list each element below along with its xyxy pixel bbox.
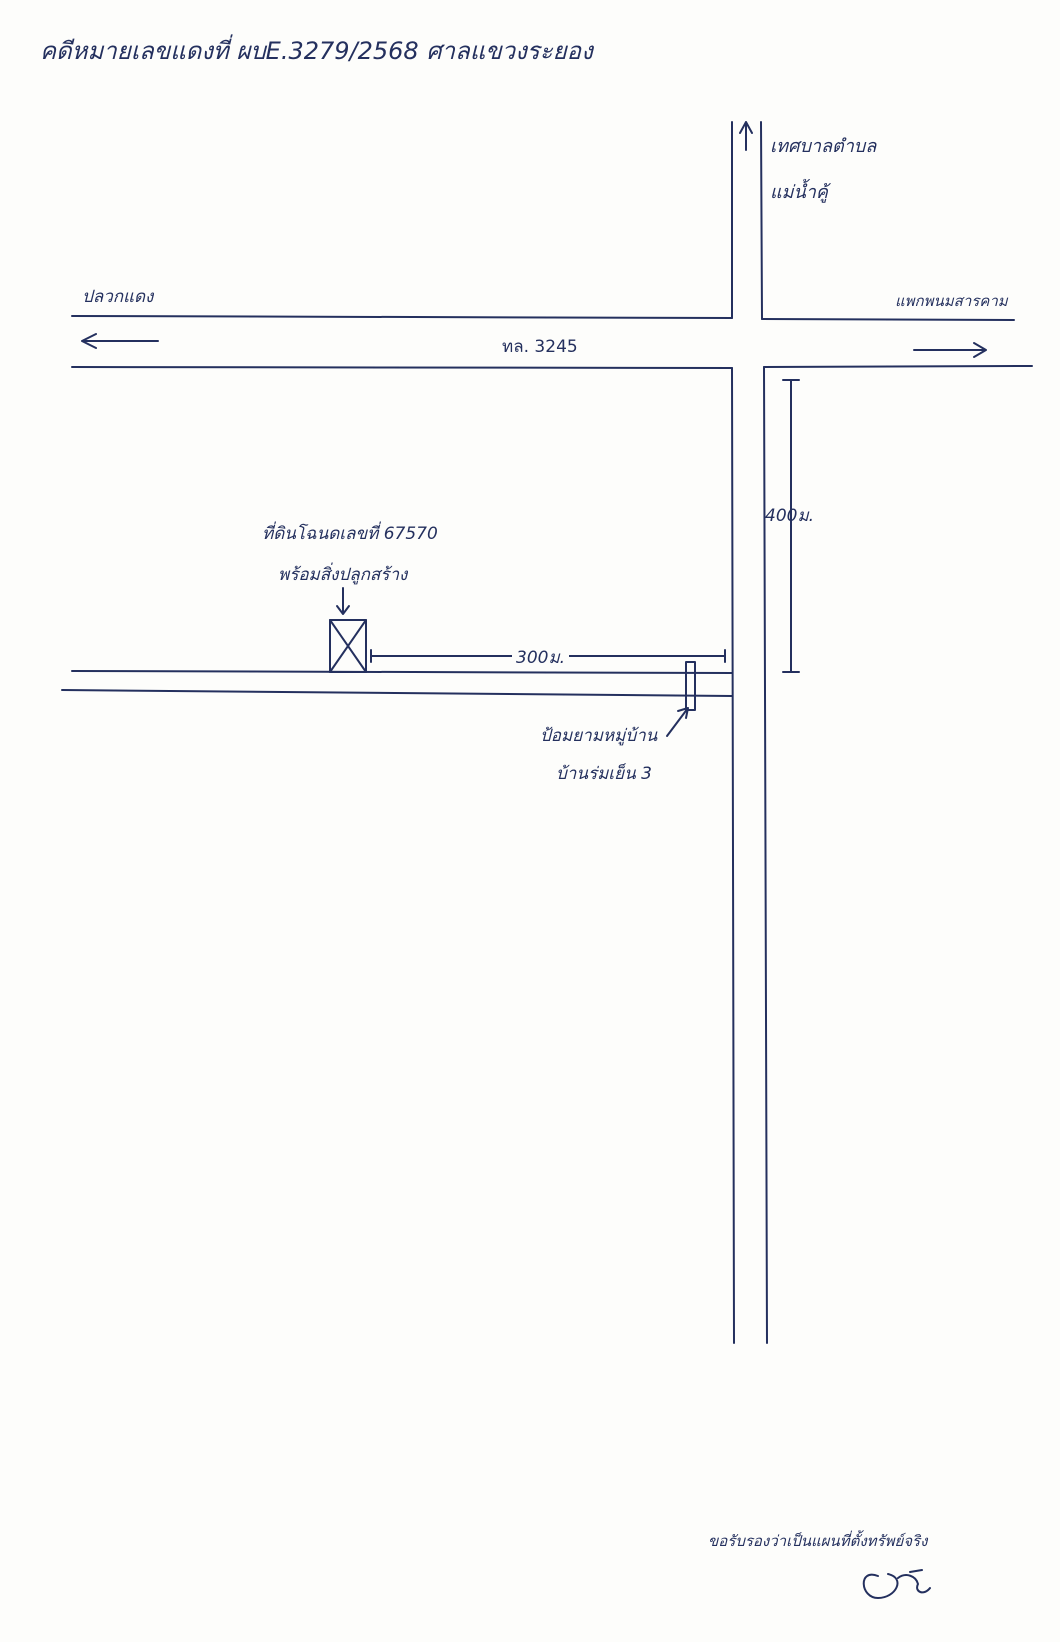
highway-lower-edge-west [71, 366, 733, 369]
west-arrow-icon [81, 333, 159, 349]
highway-upper-edge-west [71, 315, 733, 319]
side-road-lower-edge [61, 689, 733, 697]
vertical-road-north-right-edge [760, 121, 763, 320]
vertical-road-south-right-edge [763, 366, 768, 1344]
highway-upper-edge-east [761, 318, 1015, 321]
parcel-sub-label: พร้อมสิ่งปลูกสร้าง [278, 565, 408, 585]
parcel-x-icon [329, 619, 367, 673]
village-label: บ้านร่มเย็น 3 [556, 764, 652, 784]
west-destination-label: ปลวกแดง [82, 287, 154, 307]
east-arrow-icon [913, 342, 987, 358]
north-destination-label: เทศบาลตำบล [770, 136, 877, 157]
north-arrow-icon [739, 121, 753, 151]
parcel-label: ที่ดินโฉนดเลขที่ 67570 [262, 524, 438, 544]
parcel-marker-icon [329, 619, 367, 673]
east-destination-label: แพกพนมสารคาม [895, 292, 1008, 310]
gate-marker-icon [685, 661, 696, 711]
vertical-distance-label: 400ม. [765, 506, 815, 526]
highway-lower-edge-east [763, 365, 1033, 368]
gate-pointer-arrow [666, 707, 689, 737]
north-destination-sub-label: แม่น้ำคู้ [770, 182, 828, 203]
certification-label: ขอรับรองว่าเป็นแผนที่ตั้งทรัพย์จริง [708, 1532, 928, 1550]
case-title: คดีหมายเลขแดงที่ ผบE.3279/2568 ศาลแขวงระ… [40, 37, 593, 65]
vertical-distance-dimension [782, 379, 800, 673]
highway-number-label: ทล. 3245 [502, 337, 578, 357]
horizontal-distance-label: 300ม. [512, 648, 570, 670]
vertical-road-south-left-edge [731, 367, 735, 1344]
gate-label: ป้อมยามหมู่บ้าน [540, 726, 658, 746]
side-road-upper-edge [71, 670, 733, 674]
signature-icon [862, 1569, 931, 1599]
parcel-pointer-arrow [336, 587, 350, 615]
